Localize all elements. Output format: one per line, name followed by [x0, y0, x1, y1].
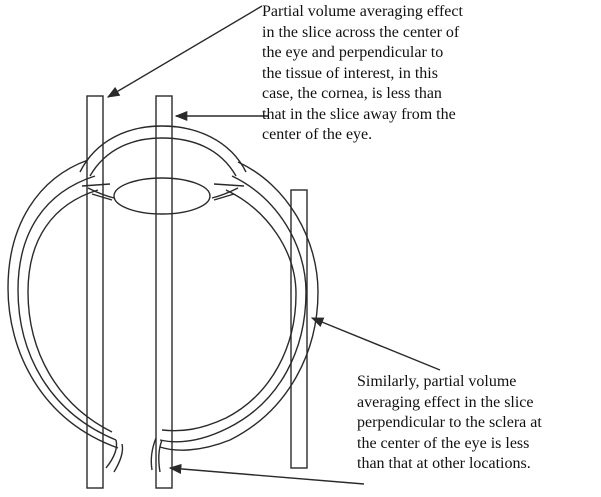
annotation-line: case, the cornea, is less than: [262, 85, 442, 102]
annotation-line: that in the slice away from the: [262, 105, 456, 123]
sclera-outer-outline: [7, 159, 319, 451]
leader-arrow-top-left: [106, 5, 263, 98]
annotation-line: the tissue of interest, in this: [262, 64, 438, 82]
leader-arrow-bottom-center: [168, 463, 365, 485]
annotation-line: in the slice across the center of: [262, 23, 460, 41]
annotation-line: center of the eye.: [262, 126, 373, 143]
annotation-line: than that at other locations.: [357, 455, 531, 472]
annotation-line: the center of the eye is less: [357, 434, 530, 452]
lens-outline: [113, 177, 211, 215]
annotation-sclera-slice: Similarly, partial volume averaging effe…: [357, 372, 542, 475]
ciliary-right-outline: [211, 187, 239, 201]
annotation-cornea-slice: Partial volume averaging effect in the s…: [262, 2, 463, 146]
slice-bar-right: [290, 189, 308, 469]
retina-inner-outline: [17, 175, 307, 443]
choroid-layer-outline: [27, 189, 297, 433]
optic-nerve-right-outline: [150, 437, 163, 473]
cornea-inner-outline: [89, 137, 237, 177]
optic-nerve-left-outline: [105, 439, 124, 473]
leader-arrow-bottom-sclera: [310, 317, 441, 371]
ciliary-left-outline: [87, 187, 115, 201]
slice-bar-left: [86, 95, 104, 489]
slice-bar-center: [155, 95, 173, 489]
annotation-line: Partial volume averaging effect: [262, 3, 463, 20]
iris-line: [81, 183, 245, 187]
cornea-outer-outline: [79, 125, 247, 173]
annotation-line: averaging effect in the slice: [357, 393, 534, 411]
annotation-line: the eye and perpendicular to: [262, 44, 444, 61]
annotation-line: Similarly, partial volume: [357, 373, 517, 390]
annotation-line: perpendicular to the sclera at: [357, 414, 542, 431]
